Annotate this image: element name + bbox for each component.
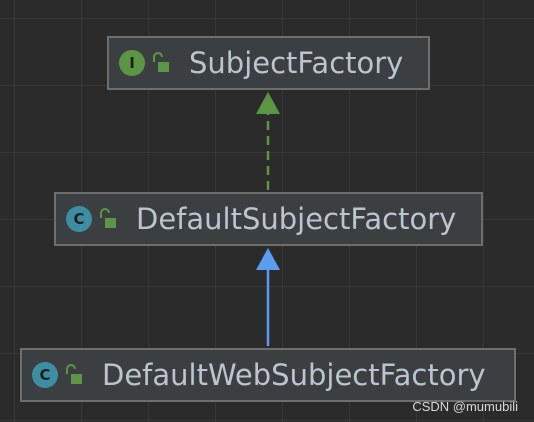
interface-icon: I: [119, 50, 145, 76]
node-default-subject-factory[interactable]: C DefaultSubjectFactory: [54, 192, 483, 246]
node-title: DefaultWebSubjectFactory: [102, 358, 486, 392]
node-title: SubjectFactory: [189, 46, 404, 80]
node-subject-factory[interactable]: I SubjectFactory: [107, 36, 430, 90]
watermark: CSDN @mumubili: [412, 399, 518, 414]
unlocked-padlock-icon: [153, 52, 169, 72]
node-title: DefaultSubjectFactory: [136, 202, 457, 236]
unlocked-padlock-icon: [100, 208, 116, 228]
extends-arrowhead: [256, 248, 280, 270]
unlocked-padlock-icon: [66, 364, 82, 384]
implements-arrowhead: [256, 92, 280, 114]
class-icon: C: [32, 362, 58, 388]
class-icon: C: [66, 206, 92, 232]
node-default-web-subject-factory[interactable]: C DefaultWebSubjectFactory: [20, 348, 516, 402]
